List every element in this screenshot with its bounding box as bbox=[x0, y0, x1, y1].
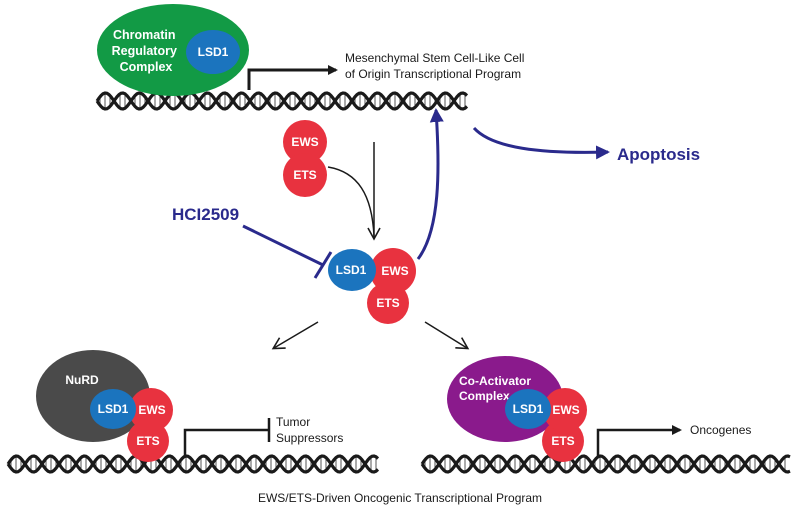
lsd1-top bbox=[186, 30, 240, 74]
lsd1-bottom-left bbox=[90, 389, 136, 429]
ets-free bbox=[283, 153, 327, 197]
dna-strand bbox=[95, 91, 469, 111]
ets-free-label: ETS bbox=[293, 168, 316, 182]
arrow-complex-to-dna bbox=[416, 108, 444, 260]
dna-helix-bottom-left bbox=[6, 454, 380, 474]
ets-bottom-left-label: ETS bbox=[136, 434, 159, 448]
arrow-to-coactivator bbox=[424, 321, 470, 350]
ews-bottom-right-label: EWS bbox=[552, 403, 579, 417]
hci2509-label: HCI2509 bbox=[172, 205, 239, 224]
dna-strand bbox=[6, 454, 380, 474]
lsd1-center bbox=[328, 249, 376, 291]
ews-free bbox=[283, 120, 327, 164]
chromatin-complex-label: Chromatin Regulatory Complex bbox=[112, 28, 181, 74]
dna-strand bbox=[420, 454, 791, 474]
apoptosis-label: Apoptosis bbox=[617, 145, 700, 164]
arrow-to-apoptosis bbox=[472, 126, 610, 160]
dna-strand bbox=[6, 454, 380, 474]
lsd1-bottom-right-label: LSD1 bbox=[513, 402, 544, 416]
ews-center bbox=[370, 248, 416, 294]
ets-bottom-right bbox=[542, 420, 584, 462]
tumor-suppressor-repression-line bbox=[183, 428, 268, 456]
ews-bottom-right bbox=[543, 388, 587, 432]
ets-center-label: ETS bbox=[376, 296, 399, 310]
ews-bottom-left-label: EWS bbox=[138, 403, 165, 417]
oncogenes-label: Oncogenes bbox=[690, 423, 751, 437]
lsd1-center-label: LSD1 bbox=[336, 263, 367, 277]
tumor-suppressors-label: Tumor Suppressors bbox=[276, 415, 343, 445]
ews-free-label: EWS bbox=[291, 135, 318, 149]
coactivator-label: Co-Activator Complex bbox=[459, 374, 534, 403]
arrow-ews-ets-to-complex bbox=[327, 166, 375, 237]
oncogene-activation-arrow bbox=[596, 425, 682, 456]
top-program-label: Mesenchymal Stem Cell-Like Cell of Origi… bbox=[345, 51, 528, 81]
lsd1-bottom-left-label: LSD1 bbox=[98, 402, 129, 416]
hci2509-inhibition-line bbox=[242, 224, 324, 267]
lsd1-bottom-right bbox=[505, 389, 551, 429]
figure-caption: EWS/ETS-Driven Oncogenic Transcriptional… bbox=[258, 491, 542, 505]
lsd1-top-label: LSD1 bbox=[198, 45, 229, 59]
dna-helix-top bbox=[95, 91, 469, 111]
top-transcription-arrow bbox=[247, 65, 338, 90]
dna-helix-bottom-right bbox=[420, 454, 791, 474]
ews-bottom-left bbox=[129, 388, 173, 432]
nurd-label: NuRD bbox=[65, 373, 99, 387]
ets-bottom-right-label: ETS bbox=[551, 434, 574, 448]
arrow-to-nurd bbox=[271, 321, 319, 350]
hci2509-inhibition-bar bbox=[313, 251, 333, 279]
ews-center-label: EWS bbox=[381, 264, 408, 278]
